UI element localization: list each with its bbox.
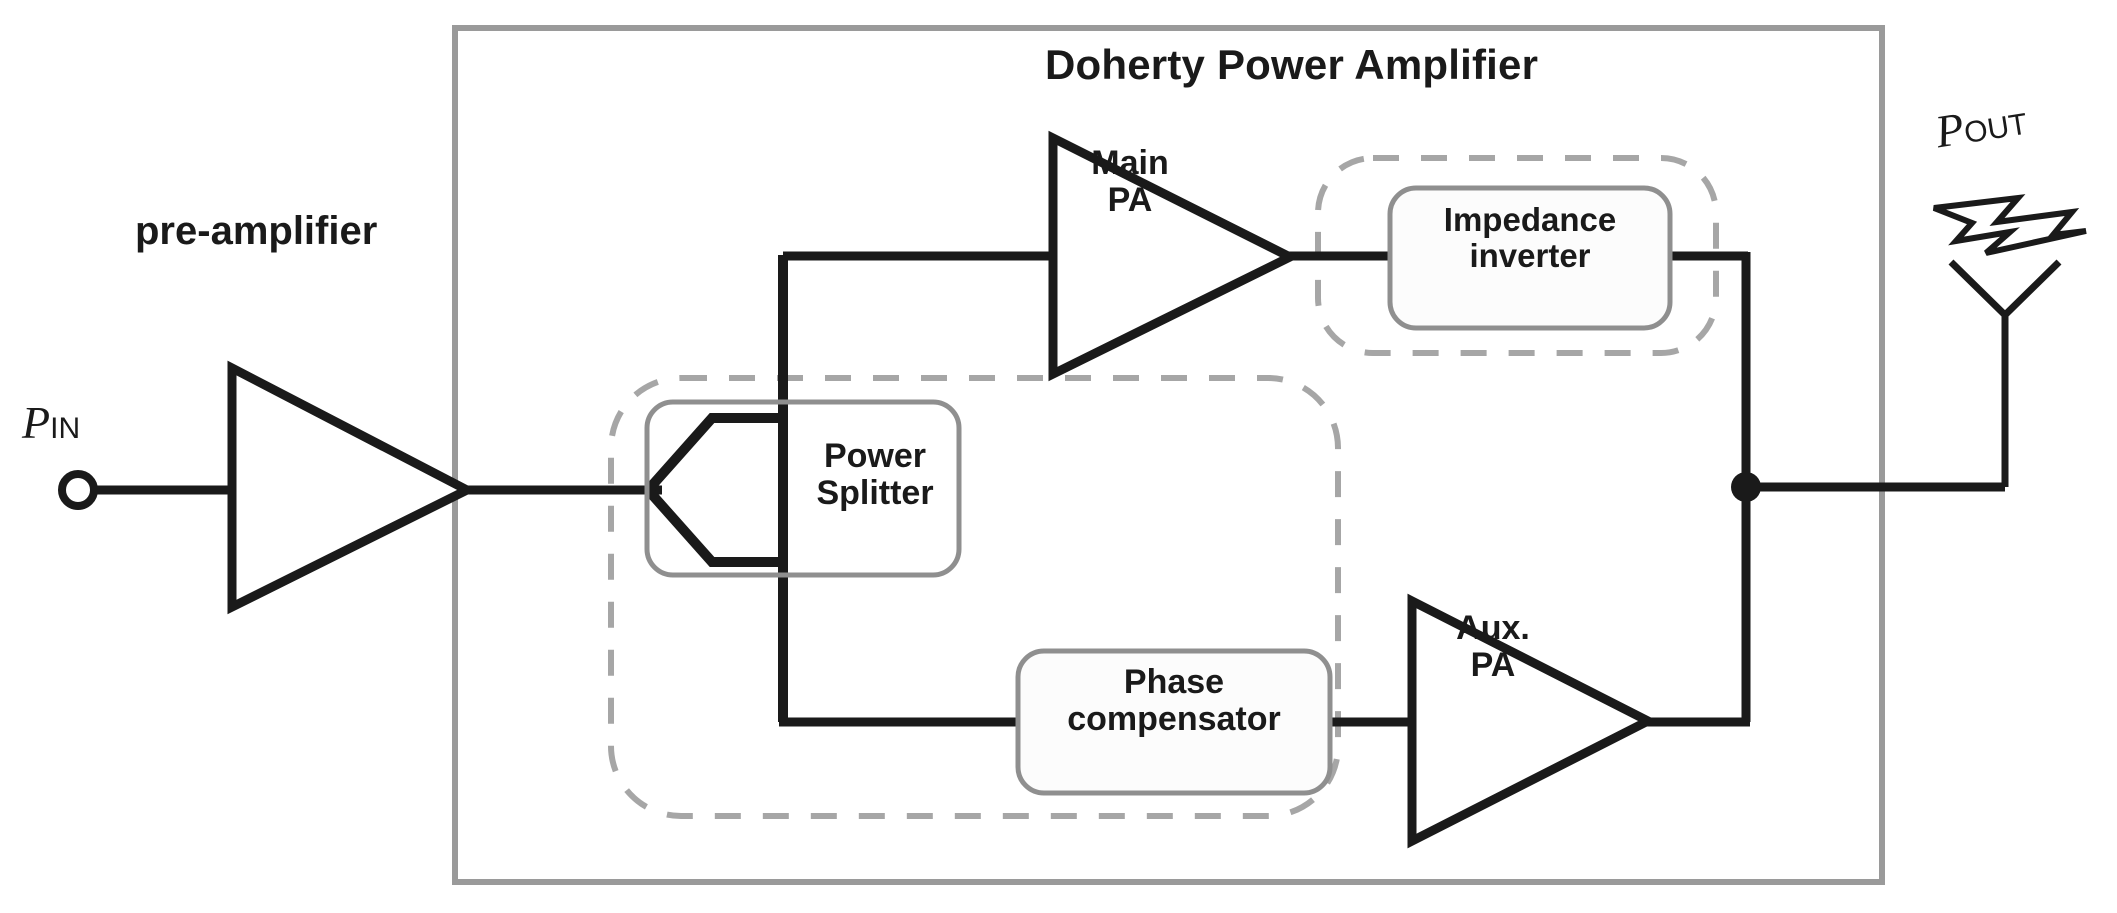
phase-compensator-box <box>1015 648 1333 796</box>
diagram-title: Doherty Power Amplifier <box>1045 41 1539 88</box>
lightning-bolt-icon <box>1932 194 2087 256</box>
input-port-symbol: P <box>22 397 51 448</box>
phase-compensator-label: Phase compensator <box>1022 664 1326 737</box>
impedance-inverter-label-line1: Impedance <box>1443 201 1617 238</box>
main-pa-triangle <box>1048 130 1301 382</box>
input-port-subscript: IN <box>50 412 81 445</box>
impedance-inverter-label-line2: inverter <box>1469 236 1591 274</box>
power-splitter-label-line2: Splitter <box>816 473 934 512</box>
main-pa-label-line2: PA <box>1107 180 1153 219</box>
input-terminal-circle <box>58 470 98 510</box>
output-port-subscript: OUT <box>1961 107 2030 151</box>
aux-pa-triangle <box>1407 593 1658 849</box>
power-splitter-label: Power Splitter <box>795 438 955 511</box>
input-port-label: PIN <box>22 398 80 448</box>
phase-compensator-label-line2: compensator <box>1067 699 1281 738</box>
impedance-inverter-box <box>1387 185 1673 331</box>
impedance-inverter-label: Impedance inverter <box>1394 202 1666 273</box>
main-pa-label: Main PA <box>1070 145 1190 218</box>
aux-pa-label: Aux. PA <box>1428 610 1558 683</box>
phase-compensator-label-line1: Phase <box>1123 663 1225 701</box>
power-splitter-box <box>644 399 962 578</box>
preamp-triangle <box>227 360 477 615</box>
antenna-v-icon <box>1948 259 2062 320</box>
aux-pa-label-line2: PA <box>1470 645 1516 684</box>
preamp-label: pre-amplifier <box>135 209 378 253</box>
splitter-dashed-group <box>608 375 1341 819</box>
aux-pa-label-line1: Aux. <box>1456 609 1530 647</box>
doherty-boundary-box <box>452 25 1885 885</box>
main-pa-label-line1: Main <box>1091 144 1169 182</box>
power-splitter-label-line1: Power <box>823 437 927 475</box>
splitter-chevron-shape <box>641 413 783 567</box>
